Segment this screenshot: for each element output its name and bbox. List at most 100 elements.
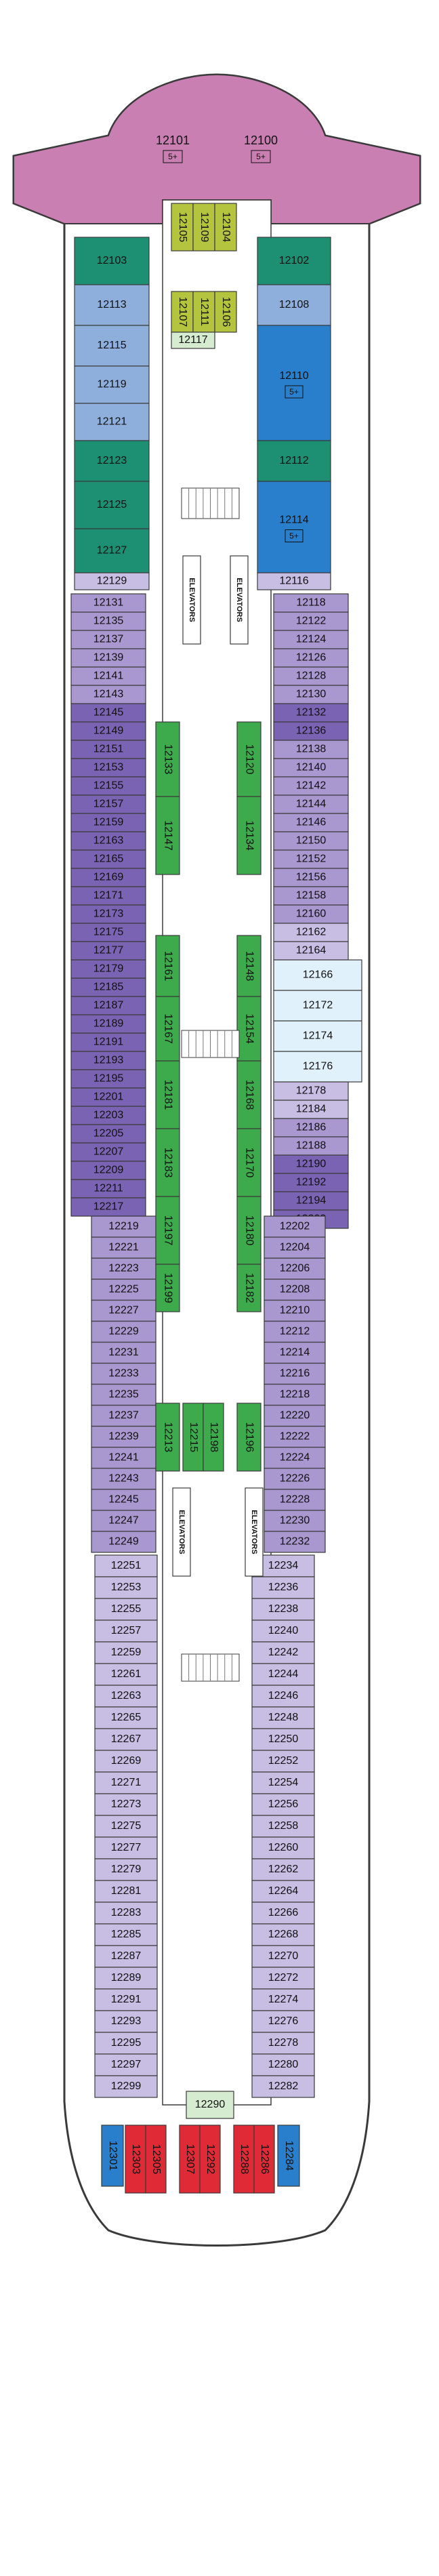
- cabin-12305[interactable]: 12305: [145, 2125, 167, 2194]
- cabin-12182[interactable]: 12182: [236, 1264, 262, 1312]
- cabin-12233[interactable]: 12233: [91, 1363, 156, 1385]
- cabin-12175[interactable]: 12175: [70, 923, 146, 942]
- cabin-12278[interactable]: 12278: [251, 2032, 315, 2055]
- cabin-12174[interactable]: 12174: [273, 1020, 362, 1052]
- cabin-12106[interactable]: 12106: [214, 291, 237, 333]
- cabin-12141[interactable]: 12141: [70, 666, 146, 686]
- cabin-12108[interactable]: 12108: [257, 284, 331, 326]
- cabin-12198[interactable]: 12198: [203, 1403, 224, 1472]
- cabin-12231[interactable]: 12231: [91, 1342, 156, 1364]
- cabin-12122[interactable]: 12122: [273, 611, 349, 631]
- cabin-12208[interactable]: 12208: [264, 1279, 326, 1301]
- cabin-12288[interactable]: 12288: [233, 2125, 255, 2194]
- cabin-12154[interactable]: 12154: [236, 996, 262, 1062]
- cabin-12176[interactable]: 12176: [273, 1051, 362, 1083]
- cabin-12301[interactable]: 12301: [101, 2125, 124, 2187]
- cabin-12286[interactable]: 12286: [253, 2125, 275, 2194]
- cabin-12188[interactable]: 12188: [273, 1136, 349, 1156]
- cabin-12109[interactable]: 12109: [192, 203, 215, 251]
- cabin-12196[interactable]: 12196: [236, 1403, 262, 1472]
- cabin-12273[interactable]: 12273: [94, 1793, 158, 1816]
- cabin-12169[interactable]: 12169: [70, 868, 146, 887]
- cabin-12253[interactable]: 12253: [94, 1576, 158, 1599]
- cabin-12189[interactable]: 12189: [70, 1014, 146, 1034]
- cabin-12261[interactable]: 12261: [94, 1663, 158, 1686]
- cabin-12242[interactable]: 12242: [251, 1641, 315, 1664]
- cabin-12263[interactable]: 12263: [94, 1685, 158, 1708]
- cabin-12150[interactable]: 12150: [273, 831, 349, 851]
- cabin-12151[interactable]: 12151: [70, 740, 146, 759]
- cabin-12246[interactable]: 12246: [251, 1685, 315, 1708]
- cabin-12143[interactable]: 12143: [70, 685, 146, 704]
- cabin-12193[interactable]: 12193: [70, 1051, 146, 1070]
- cabin-12172[interactable]: 12172: [273, 990, 362, 1022]
- cabin-12217[interactable]: 12217: [70, 1197, 146, 1217]
- cabin-12195[interactable]: 12195: [70, 1069, 146, 1089]
- cabin-12180[interactable]: 12180: [236, 1196, 262, 1265]
- cabin-12272[interactable]: 12272: [251, 1967, 315, 1990]
- cabin-12138[interactable]: 12138: [273, 740, 349, 759]
- cabin-12125[interactable]: 12125: [74, 481, 150, 529]
- cabin-12262[interactable]: 12262: [251, 1858, 315, 1881]
- cabin-12131[interactable]: 12131: [70, 593, 146, 613]
- cabin-12181[interactable]: 12181: [155, 1060, 180, 1129]
- cabin-12284[interactable]: 12284: [277, 2125, 300, 2187]
- cabin-12274[interactable]: 12274: [251, 1988, 315, 2011]
- cabin-12277[interactable]: 12277: [94, 1836, 158, 1859]
- cabin-12145[interactable]: 12145: [70, 703, 146, 723]
- cabin-12179[interactable]: 12179: [70, 959, 146, 979]
- cabin-12291[interactable]: 12291: [94, 1988, 158, 2011]
- cabin-12129[interactable]: 12129: [74, 572, 150, 590]
- cabin-12121[interactable]: 12121: [74, 403, 150, 441]
- cabin-12161[interactable]: 12161: [155, 935, 180, 997]
- cabin-12226[interactable]: 12226: [264, 1468, 326, 1490]
- cabin-12211[interactable]: 12211: [70, 1179, 146, 1199]
- cabin-12137[interactable]: 12137: [70, 630, 146, 649]
- cabin-12112[interactable]: 12112: [257, 440, 331, 482]
- cabin-12219[interactable]: 12219: [91, 1215, 156, 1238]
- cabin-12132[interactable]: 12132: [273, 703, 349, 723]
- cabin-12214[interactable]: 12214: [264, 1342, 326, 1364]
- cabin-12157[interactable]: 12157: [70, 794, 146, 814]
- cabin-12118[interactable]: 12118: [273, 593, 349, 613]
- cabin-12267[interactable]: 12267: [94, 1728, 158, 1751]
- cabin-12228[interactable]: 12228: [264, 1489, 326, 1511]
- cabin-12192[interactable]: 12192: [273, 1173, 349, 1192]
- cabin-12282[interactable]: 12282: [251, 2075, 315, 2098]
- cabin-12111[interactable]: 12111: [192, 291, 215, 333]
- cabin-12171[interactable]: 12171: [70, 886, 146, 906]
- cabin-12215[interactable]: 12215: [182, 1403, 204, 1472]
- cabin-12209[interactable]: 12209: [70, 1161, 146, 1180]
- cabin-12247[interactable]: 12247: [91, 1510, 156, 1532]
- cabin-12123[interactable]: 12123: [74, 440, 150, 482]
- cabin-12224[interactable]: 12224: [264, 1447, 326, 1469]
- cabin-12258[interactable]: 12258: [251, 1815, 315, 1838]
- cabin-12206[interactable]: 12206: [264, 1257, 326, 1280]
- cabin-12127[interactable]: 12127: [74, 528, 150, 573]
- cabin-12283[interactable]: 12283: [94, 1901, 158, 1925]
- cabin-12250[interactable]: 12250: [251, 1728, 315, 1751]
- cabin-12236[interactable]: 12236: [251, 1576, 315, 1599]
- cabin-12140[interactable]: 12140: [273, 758, 349, 778]
- cabin-12213[interactable]: 12213: [155, 1403, 180, 1472]
- cabin-12237[interactable]: 12237: [91, 1405, 156, 1427]
- cabin-12257[interactable]: 12257: [94, 1619, 158, 1643]
- cabin-12186[interactable]: 12186: [273, 1118, 349, 1138]
- cabin-12103[interactable]: 12103: [74, 237, 150, 285]
- cabin-12299[interactable]: 12299: [94, 2075, 158, 2098]
- cabin-12187[interactable]: 12187: [70, 996, 146, 1015]
- cabin-12227[interactable]: 12227: [91, 1300, 156, 1322]
- cabin-12165[interactable]: 12165: [70, 849, 146, 869]
- cabin-12166[interactable]: 12166: [273, 959, 362, 991]
- cabin-12167[interactable]: 12167: [155, 996, 180, 1062]
- cabin-12156[interactable]: 12156: [273, 868, 349, 887]
- cabin-12238[interactable]: 12238: [251, 1598, 315, 1621]
- cabin-12297[interactable]: 12297: [94, 2053, 158, 2076]
- cabin-12303[interactable]: 12303: [125, 2125, 146, 2194]
- cabin-12268[interactable]: 12268: [251, 1923, 315, 1946]
- cabin-12210[interactable]: 12210: [264, 1300, 326, 1322]
- cabin-12170[interactable]: 12170: [236, 1128, 262, 1197]
